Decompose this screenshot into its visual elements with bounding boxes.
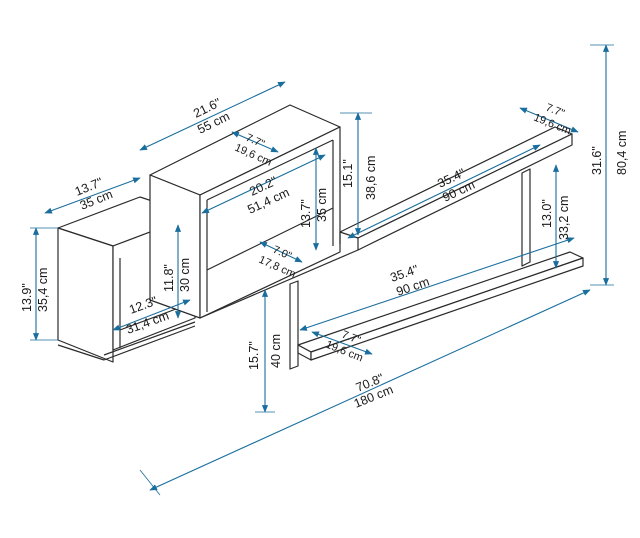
label-total-height-in: 31.6" — [590, 146, 604, 175]
label-gap-cm: 38,6 cm — [364, 156, 378, 200]
dimension-lines — [30, 44, 614, 496]
dim-mid-width — [201, 154, 326, 214]
dim-total-width — [149, 289, 591, 491]
label-low-drop-in: 15.7" — [247, 341, 261, 370]
dim-mid-depth — [259, 241, 303, 263]
label-left-height-in: 13.9" — [20, 283, 34, 312]
label-mid-height-in: 13.7" — [299, 199, 313, 228]
label-gap-in: 15.1" — [341, 159, 355, 188]
label-left-height-cm: 35,4 cm — [36, 268, 50, 312]
dim-top-width — [139, 81, 286, 151]
label-mid-height-cm: 35 cm — [315, 188, 329, 222]
label-upright-height-cm: 33,2 cm — [557, 196, 571, 240]
label-low-drop-cm: 40 cm — [269, 334, 283, 368]
dim-top-depth — [231, 131, 279, 153]
label-total-height-cm: 80,4 cm — [615, 131, 629, 175]
label-inner-height-cm: 30 cm — [178, 258, 192, 292]
label-inner-height-in: 11.8" — [162, 264, 176, 292]
dim-shelf-length — [347, 144, 541, 239]
dim-left-width — [44, 177, 141, 214]
dim-right-depth — [519, 107, 579, 133]
label-upright-height-in: 13.0" — [540, 199, 554, 228]
